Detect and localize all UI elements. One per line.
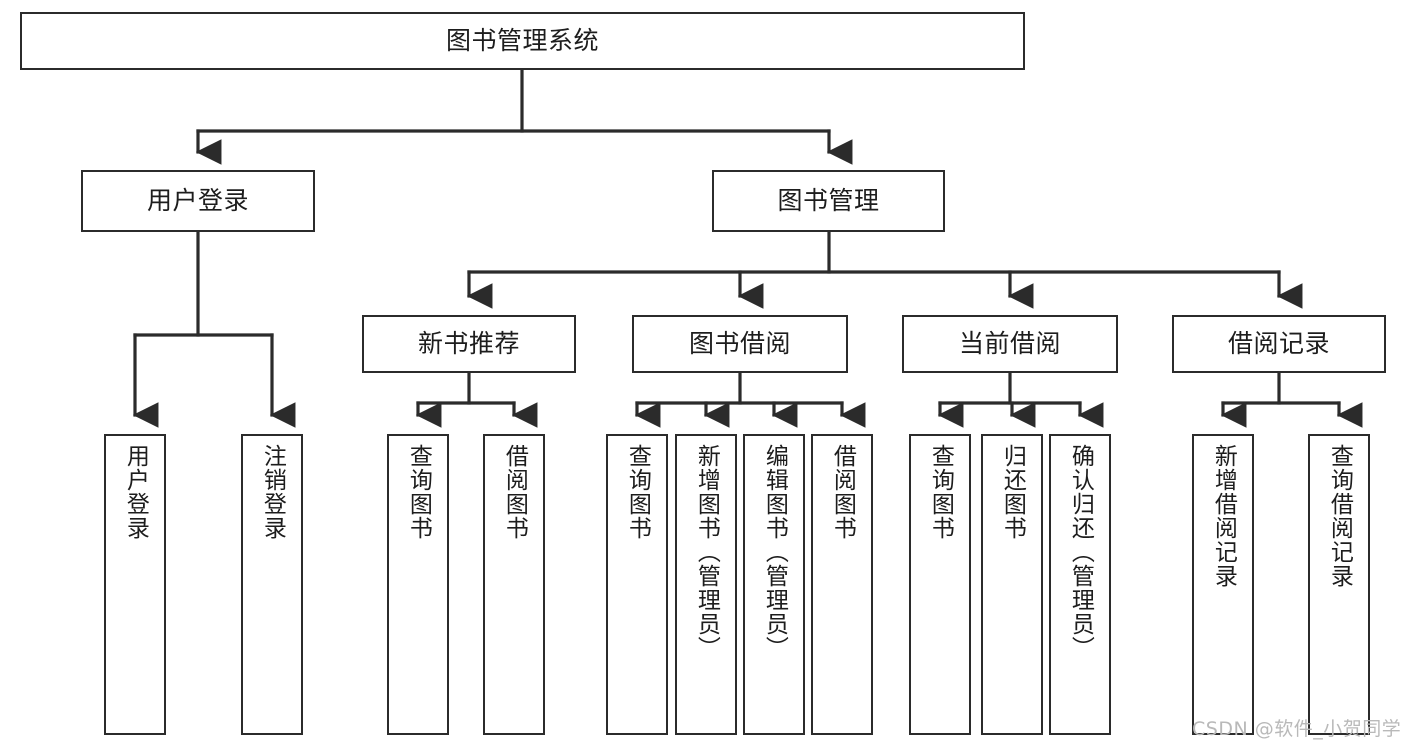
node-user-login[interactable]: 用户登录	[81, 170, 315, 232]
node-leaf-query-book-1[interactable]: 查询图书	[387, 434, 449, 735]
node-leaf-return-book[interactable]: 归还图书	[981, 434, 1043, 735]
node-leaf-query-book-1-label: 查询图书	[405, 444, 432, 540]
wire-group-new-book-rec	[415, 371, 538, 428]
node-leaf-borrow-book-1-label: 借阅图书	[501, 444, 528, 540]
node-leaf-confirm-return-label: 确认归还（管理员）	[1067, 444, 1094, 660]
node-leaf-query-book-3[interactable]: 查询图书	[909, 434, 971, 735]
node-leaf-user-login-label: 用户登录	[122, 444, 149, 540]
node-root-label: 图书管理系统	[445, 26, 599, 56]
wire-group-root	[195, 68, 853, 165]
node-root[interactable]: 图书管理系统	[20, 12, 1025, 70]
node-leaf-confirm-return[interactable]: 确认归还（管理员）	[1049, 434, 1111, 735]
wire-group-borrow-record	[1220, 371, 1363, 428]
node-new-book-rec-label: 新书推荐	[417, 329, 520, 359]
node-leaf-borrow-book-2-label: 借阅图书	[829, 444, 856, 540]
node-leaf-query-book-2[interactable]: 查询图书	[606, 434, 668, 735]
node-leaf-return-book-label: 归还图书	[999, 444, 1026, 540]
node-new-book-rec[interactable]: 新书推荐	[362, 315, 576, 373]
node-book-borrow[interactable]: 图书借阅	[632, 315, 848, 373]
wire-group-book-borrow	[634, 371, 866, 428]
wire-group-current-borrow	[937, 371, 1104, 428]
node-book-manage-label: 图书管理	[777, 186, 880, 216]
node-leaf-add-record-label: 新增借阅记录	[1210, 444, 1237, 588]
csdn-watermark: CSDN @软件_小贺同学	[1192, 718, 1402, 740]
node-leaf-add-book-label: 新增图书（管理员）	[693, 444, 720, 660]
node-leaf-borrow-book-2[interactable]: 借阅图书	[811, 434, 873, 735]
node-leaf-add-record[interactable]: 新增借阅记录	[1192, 434, 1254, 735]
node-leaf-query-book-3-label: 查询图书	[927, 444, 954, 540]
wire-group-user-login	[132, 230, 296, 428]
node-leaf-edit-book[interactable]: 编辑图书（管理员）	[743, 434, 805, 735]
node-leaf-borrow-book-1[interactable]: 借阅图书	[483, 434, 545, 735]
node-book-manage[interactable]: 图书管理	[712, 170, 945, 232]
node-current-borrow-label: 当前借阅	[958, 329, 1061, 359]
wire-group-book-manage	[466, 230, 1303, 309]
node-leaf-query-record-label: 查询借阅记录	[1326, 444, 1353, 588]
node-user-login-label: 用户登录	[146, 186, 249, 216]
node-leaf-user-login[interactable]: 用户登录	[104, 434, 166, 735]
node-leaf-user-logout-label: 注销登录	[259, 444, 286, 540]
node-leaf-add-book[interactable]: 新增图书（管理员）	[675, 434, 737, 735]
node-borrow-record-label: 借阅记录	[1227, 329, 1330, 359]
node-leaf-user-logout[interactable]: 注销登录	[241, 434, 303, 735]
node-leaf-edit-book-label: 编辑图书（管理员）	[761, 444, 788, 660]
node-leaf-query-record[interactable]: 查询借阅记录	[1308, 434, 1370, 735]
node-borrow-record[interactable]: 借阅记录	[1172, 315, 1386, 373]
node-book-borrow-label: 图书借阅	[688, 329, 791, 359]
node-current-borrow[interactable]: 当前借阅	[902, 315, 1118, 373]
node-leaf-query-book-2-label: 查询图书	[624, 444, 651, 540]
